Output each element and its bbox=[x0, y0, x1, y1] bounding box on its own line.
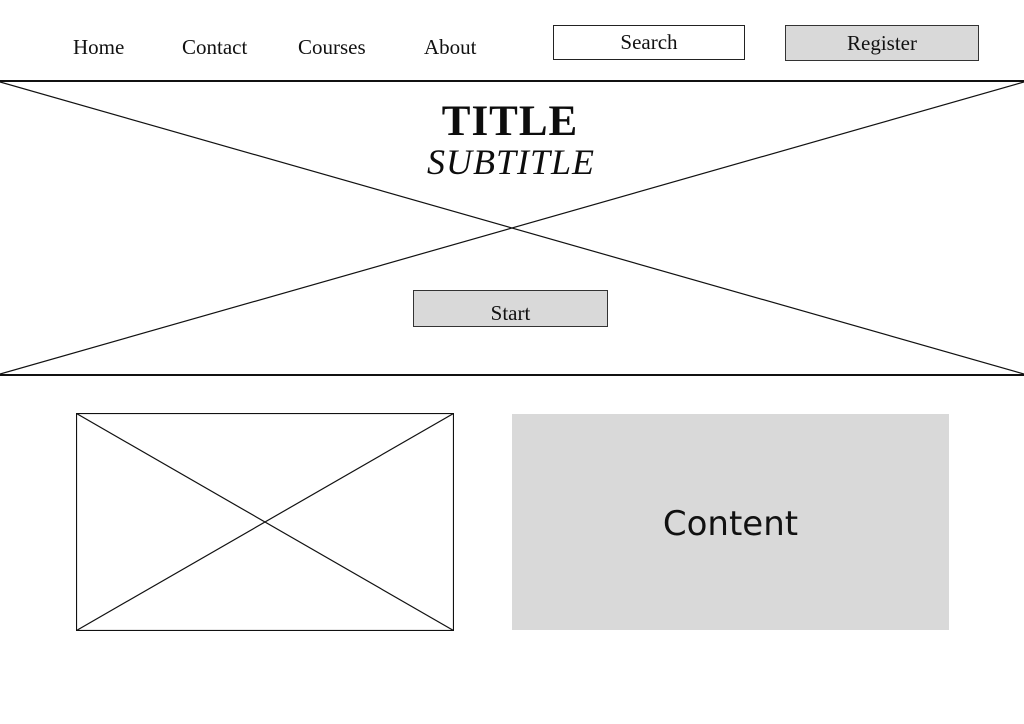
nav-link-contact[interactable]: Contact bbox=[182, 35, 248, 59]
nav-link-courses[interactable]: Courses bbox=[298, 35, 366, 59]
hero-subtitle: SUBTITLE bbox=[426, 142, 596, 182]
image-placeholder-diagonal-b bbox=[76, 413, 454, 631]
nav-link-home[interactable]: Home bbox=[73, 35, 125, 59]
register-button[interactable]: Register bbox=[785, 25, 979, 61]
hero-banner bbox=[0, 80, 1024, 376]
content-block: Content bbox=[512, 414, 949, 630]
hero-title: TITLE bbox=[441, 98, 579, 145]
content-label: Content bbox=[662, 504, 799, 544]
start-button[interactable]: Start bbox=[413, 290, 608, 327]
hero-placeholder-diagonal-b bbox=[0, 81, 1024, 375]
search-input[interactable]: Search bbox=[553, 25, 745, 60]
hero-image-placeholder bbox=[0, 80, 1024, 376]
image-placeholder bbox=[76, 413, 454, 631]
nav-link-about[interactable]: About bbox=[424, 35, 477, 59]
